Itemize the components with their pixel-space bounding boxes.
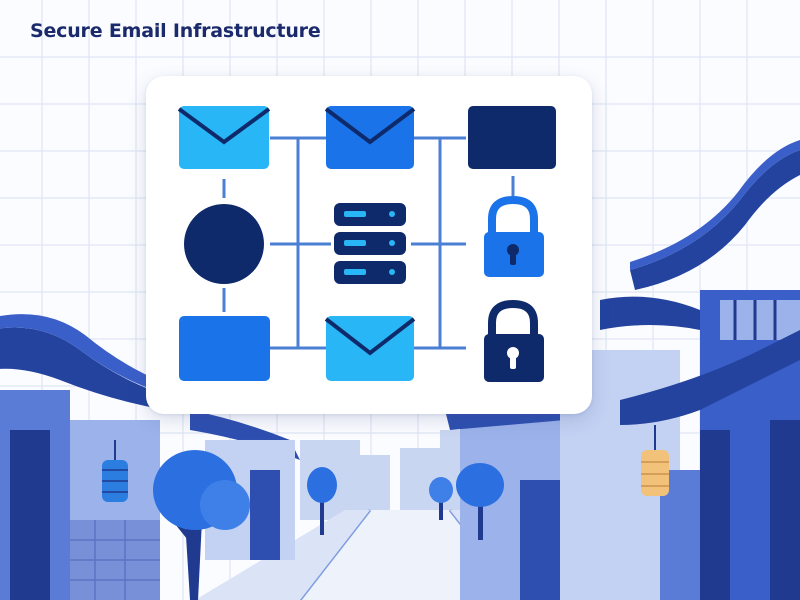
lantern-right [641, 425, 669, 496]
envelope-node-light [177, 106, 271, 169]
blank-node-navy [468, 106, 556, 169]
page-title: Secure Email Infrastructure [30, 20, 321, 42]
network-diagram-card [146, 76, 592, 414]
envelope-node-bottom [324, 316, 416, 381]
network-diagram [177, 106, 556, 382]
connector-lines [222, 136, 515, 350]
envelope-node-blue [324, 106, 416, 169]
padlock-icon [484, 299, 544, 382]
lantern-left [102, 440, 128, 502]
circle-node-navy [184, 204, 264, 284]
blank-node-blue [179, 316, 270, 381]
hanok-right [445, 140, 800, 600]
tree-right [429, 463, 504, 540]
tree-left [153, 450, 337, 600]
server-node [334, 203, 406, 284]
padlock-icon [484, 195, 544, 277]
